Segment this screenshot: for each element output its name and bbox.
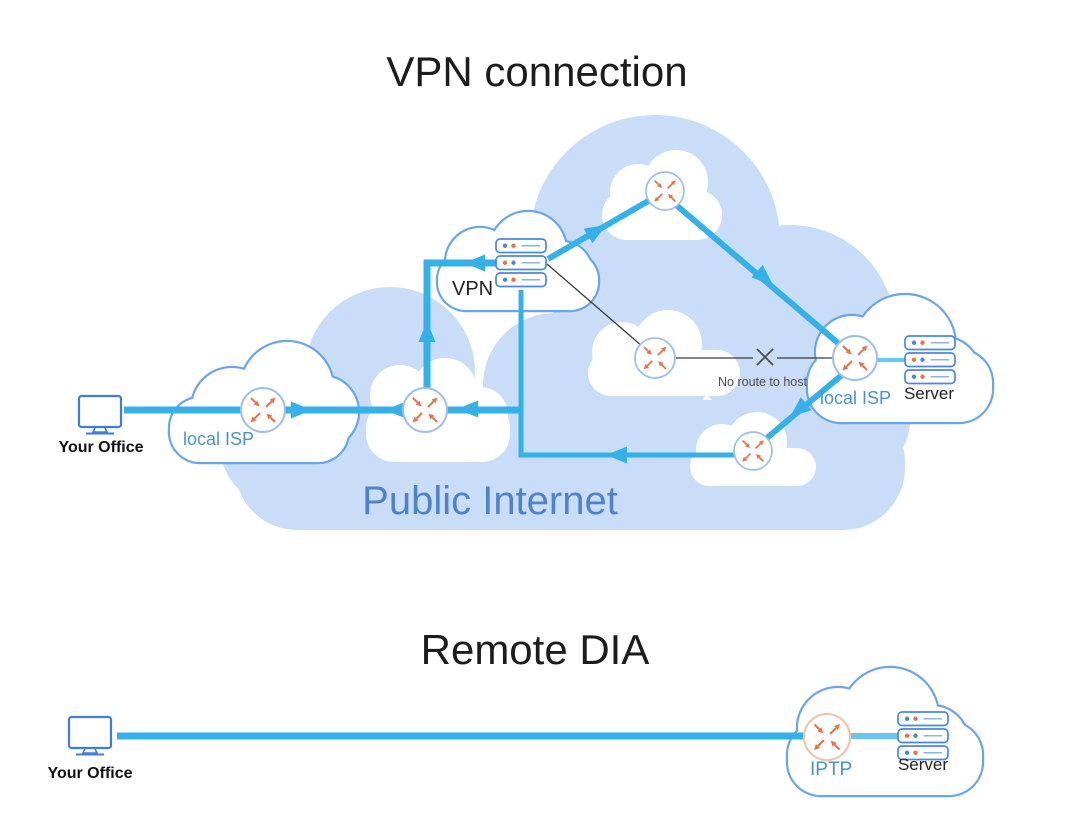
traffic-line [518,290,735,458]
no-route-label: No route to host [718,375,807,389]
arrowhead-icon [385,401,406,419]
server-rack-icon [897,711,949,761]
arrowhead-icon [457,400,478,418]
direct-route-line [546,263,651,354]
monitor-icon [77,394,123,435]
arrowhead-icon [583,225,606,244]
monitor-icon [67,715,113,756]
x-mark-line [756,348,774,366]
arrowhead-icon [790,397,812,417]
router-icon [802,712,852,762]
router-icon [240,387,286,433]
x-mark-icon [756,348,774,366]
arrowhead-icon [751,264,773,285]
vpn-label: VPN [452,278,493,300]
server-label-top: Server [904,384,954,403]
public-internet-label: Public Internet [362,479,618,523]
office-label-bottom: Your Office [47,765,132,782]
router-icon [634,337,676,379]
dia-section-title: Remote DIA [421,626,650,673]
flow-arrowheads [291,225,812,464]
labels: VPN connection Your Office local ISP VPN… [47,48,954,782]
arrowhead-icon [291,401,312,419]
iptp-label: IPTP [810,759,852,780]
router-icon [832,335,878,381]
server-label-bottom: Server [898,755,948,774]
server-rack-icon [904,335,956,385]
local-isp-left-label: local ISP [183,429,254,449]
direct-route-lines [546,263,838,359]
vpn-section-title: VPN connection [386,48,687,95]
router-icon [402,387,448,433]
arrowhead-icon [606,446,627,464]
local-isp-right-label: local ISP [820,388,891,408]
arrowhead-icon [464,254,485,272]
device-icons [67,171,956,762]
router-icon [645,171,685,211]
server-rack-icon [495,238,547,288]
arrowhead-icon [418,321,436,342]
office-label-top: Your Office [58,439,143,456]
router-icon [733,431,773,471]
